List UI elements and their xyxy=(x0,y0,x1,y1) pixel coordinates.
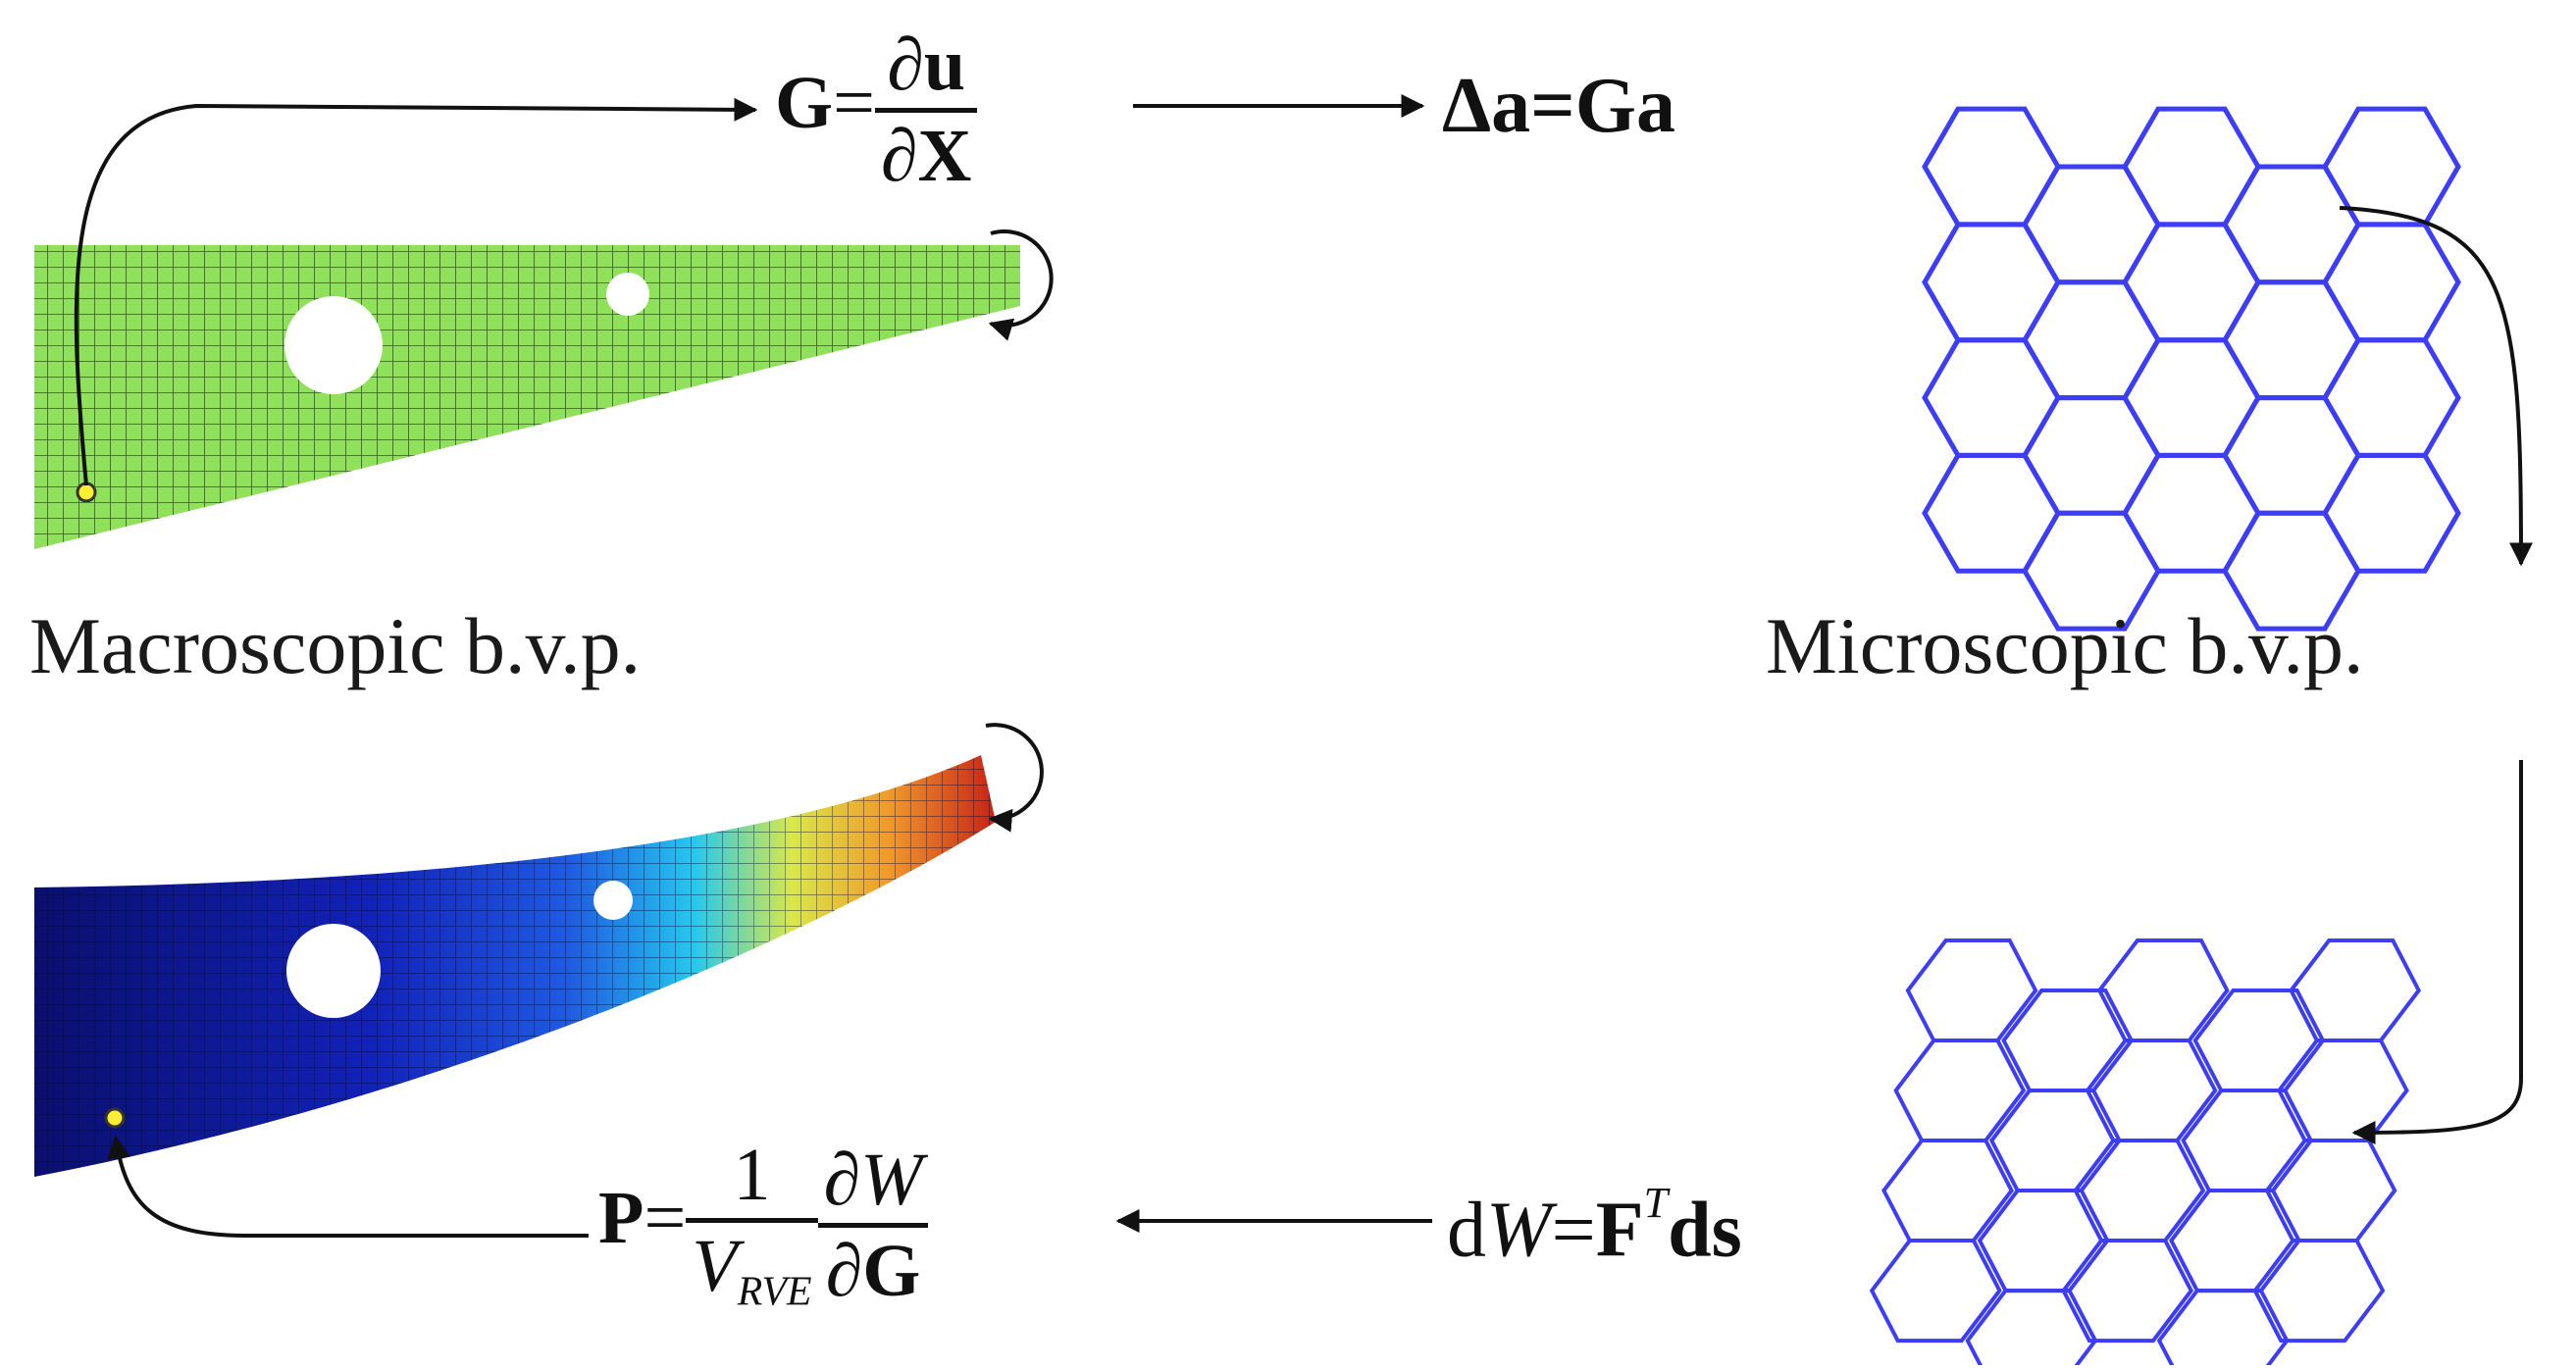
lattice-cell-deformed xyxy=(2289,938,2422,1042)
stress-den2: ∂G xyxy=(825,1230,921,1313)
stress-num1: 1 xyxy=(686,1138,818,1223)
gradient-eq: = xyxy=(833,61,875,144)
arrow-lattice-down xyxy=(2339,206,2533,567)
lattice-cell xyxy=(2322,337,2461,458)
node-marker-top xyxy=(76,482,97,503)
lattice-cell xyxy=(2222,164,2361,285)
work-ds: ds xyxy=(1668,1187,1742,1274)
equation-gradient: G=∂u∂X xyxy=(775,27,978,197)
delta-g: G xyxy=(1574,63,1636,149)
large-hole xyxy=(284,296,383,394)
stress-num2: ∂W xyxy=(817,1142,929,1229)
small-hole-deformed xyxy=(593,881,633,920)
lattice-cell-deformed xyxy=(2276,1039,2409,1142)
lattice-cell xyxy=(2122,106,2261,228)
gradient-num: ∂u xyxy=(875,27,978,113)
lattice-cell xyxy=(1922,337,2061,458)
stress-eq: = xyxy=(644,1177,687,1260)
lattice-cell-deformed xyxy=(2061,1239,2194,1344)
work-eq: = xyxy=(1551,1187,1596,1274)
macro-label: Macroscopic b.v.p. xyxy=(29,601,642,690)
lattice-cell-deformed xyxy=(2264,1139,2397,1242)
lattice-cell xyxy=(2222,279,2361,401)
delta-a1: a xyxy=(1491,63,1531,149)
lattice-deformed xyxy=(1869,938,2422,1369)
lattice-cell-deformed xyxy=(1965,1289,2098,1369)
delta-a2: a xyxy=(1635,63,1675,149)
small-hole xyxy=(606,273,649,316)
deformed-mesh xyxy=(34,755,996,1177)
gradient-fraction: ∂u∂X xyxy=(875,27,978,197)
lattice-cell xyxy=(2222,395,2361,516)
lattice-cell xyxy=(2322,222,2461,343)
work-sup: T xyxy=(1643,1179,1669,1227)
rotation-arrow-top xyxy=(988,229,1054,341)
large-hole-deformed xyxy=(286,924,381,1018)
node-marker-bottom xyxy=(104,1107,126,1129)
arrow-stress-to-node xyxy=(107,1135,589,1238)
work-w: W xyxy=(1486,1187,1552,1274)
undeformed-mesh xyxy=(34,245,1020,549)
lattice-cell xyxy=(2022,164,2161,285)
lattice-cell-deformed xyxy=(2156,1289,2290,1369)
lattice-cell xyxy=(1922,222,2061,343)
gradient-lhs: G xyxy=(775,61,834,144)
stress-lhs: P xyxy=(598,1177,644,1260)
lattice-cell-deformed xyxy=(2252,1239,2386,1344)
lattice-cell xyxy=(1922,106,2061,228)
micro-label: Microscopic b.v.p. xyxy=(1766,601,2364,690)
lattice-cell xyxy=(2122,337,2261,458)
lattice-cell xyxy=(1922,452,2061,574)
work-f: F xyxy=(1595,1187,1644,1274)
lattice-cell xyxy=(2122,222,2261,343)
delta-symbol: Δ xyxy=(1442,63,1492,149)
delta-eq: = xyxy=(1530,63,1575,149)
lattice-undeformed xyxy=(1922,106,2461,632)
lattice-cell xyxy=(2022,395,2161,516)
rotation-arrow-bottom xyxy=(985,723,1044,833)
stress-fraction-2: ∂W∂G xyxy=(817,1142,929,1313)
lattice-cell xyxy=(2022,279,2161,401)
lattice-cell xyxy=(2122,452,2261,574)
arrow-node-to-gradient xyxy=(74,97,758,486)
gradient-den: ∂X xyxy=(881,115,972,197)
lattice-cell-deformed xyxy=(1869,1239,2002,1344)
stress-den1: VRVE xyxy=(692,1225,812,1315)
equation-work: dW=FTds xyxy=(1447,1182,1742,1270)
equation-delta: Δa=Ga xyxy=(1442,67,1675,145)
lattice-cell xyxy=(2322,452,2461,574)
arrow-micro-to-deformed xyxy=(2351,760,2523,1144)
work-d: d xyxy=(1447,1187,1486,1274)
